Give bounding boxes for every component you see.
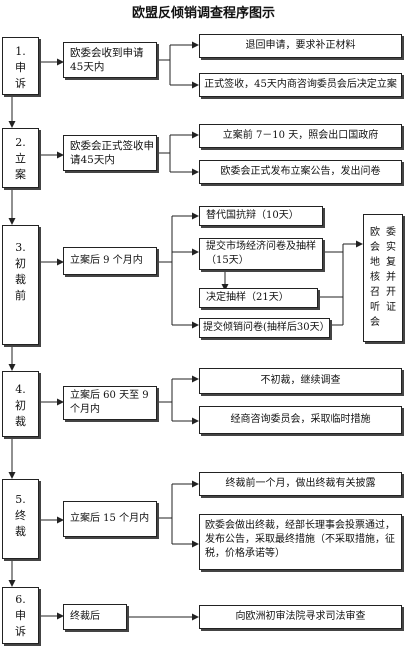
side-char: 召 (370, 287, 380, 298)
right-box-s2-2: 欧委会正式发布立案公告，发出问卷 (199, 160, 402, 184)
stage-char: 立 (15, 152, 26, 165)
stage-char: 裁 (15, 525, 26, 538)
mid-box-1: 欧委会收到申请45天内 (63, 42, 157, 78)
side-char: 地 (370, 257, 380, 268)
side-char: 实 (386, 242, 396, 253)
side-char: 复 (386, 257, 396, 268)
stage-box-4: 4. 初 裁 (2, 371, 39, 437)
stage-number: 3. (15, 241, 26, 254)
stage-char: 案 (15, 168, 26, 181)
side-char: 会 (370, 317, 380, 328)
right-box-s4-2: 经商咨询委员会，采取临时措施 (199, 406, 402, 434)
stage-char: 申 (15, 61, 26, 74)
right-box-s5-2: 欧委会做出终裁，经部长理事会投票通过，发布公告，采取最终措施（不采取措施，征税，… (199, 514, 402, 570)
mid-box-3: 立案后 9 个月内 (63, 247, 157, 275)
stage-number: 1. (15, 45, 26, 58)
right-box-s1-2: 正式签收，45天内商咨询委员会后决定立案 (199, 73, 402, 97)
right-box-s3-1: 替代国抗辩（10天） (199, 206, 323, 226)
side-char: 并 (386, 272, 396, 283)
stage-box-3: 3. 初 裁 前 (2, 225, 39, 345)
right-box-s6-1: 向欧洲初审法院寻求司法审查 (199, 605, 402, 629)
stage-char: 初 (15, 399, 26, 412)
stage-box-6: 6. 申 诉 (2, 587, 39, 644)
stage-char: 前 (15, 289, 26, 302)
stage-number: 6. (15, 593, 26, 606)
stage-char: 申 (15, 609, 26, 622)
stage-box-2: 2. 立 案 (2, 128, 39, 188)
right-box-s3-side: 欧 会 地 核 召 听 会 委 实 复 并 开 证 (363, 214, 403, 342)
side-char: 欧 (370, 227, 380, 238)
stage-char: 终 (15, 509, 26, 522)
stage-number: 4. (15, 383, 26, 396)
stage-char: 诉 (15, 77, 26, 90)
stage-box-5: 5. 终 裁 (2, 479, 39, 559)
right-box-s3-2: 提交市场经济问卷及抽样（15天） (199, 238, 323, 270)
stage-char: 诉 (15, 625, 26, 638)
stage-char: 裁 (15, 415, 26, 428)
right-box-s1-1: 退回申请，要求补正材料 (199, 34, 402, 58)
side-char: 开 (386, 287, 396, 298)
side-char: 委 (386, 227, 396, 238)
right-box-s3-4: 提交倾销问卷(抽样后30天） (199, 318, 330, 338)
mid-box-5: 立案后 15 个月内 (63, 501, 157, 537)
right-box-s5-1: 终裁前一个月，做出终裁有关披露 (199, 472, 402, 496)
side-char: 听 (370, 302, 380, 313)
right-box-s2-1: 立案前 7－10 天，照会出口国政府 (199, 124, 402, 148)
right-box-s3-3: 决定抽样（21天） (199, 288, 318, 308)
side-char: 证 (386, 302, 396, 313)
mid-box-2: 欧委会正式签收申请45天内 (63, 135, 157, 171)
stage-box-1: 1. 申 诉 (2, 37, 39, 95)
stage-number: 5. (15, 493, 26, 506)
mid-box-6: 终裁后 (63, 604, 127, 630)
mid-box-4: 立案后 60 天至 9 个月内 (63, 386, 157, 420)
stage-char: 初 (15, 257, 26, 270)
side-char: 会 (370, 242, 380, 253)
stage-number: 2. (15, 136, 26, 149)
diagram-title: 欧盟反倾销调查程序图示 (131, 6, 275, 21)
stage-char: 裁 (15, 273, 26, 286)
right-box-s4-1: 不初裁，继续调查 (199, 368, 402, 394)
side-char: 核 (370, 272, 380, 283)
